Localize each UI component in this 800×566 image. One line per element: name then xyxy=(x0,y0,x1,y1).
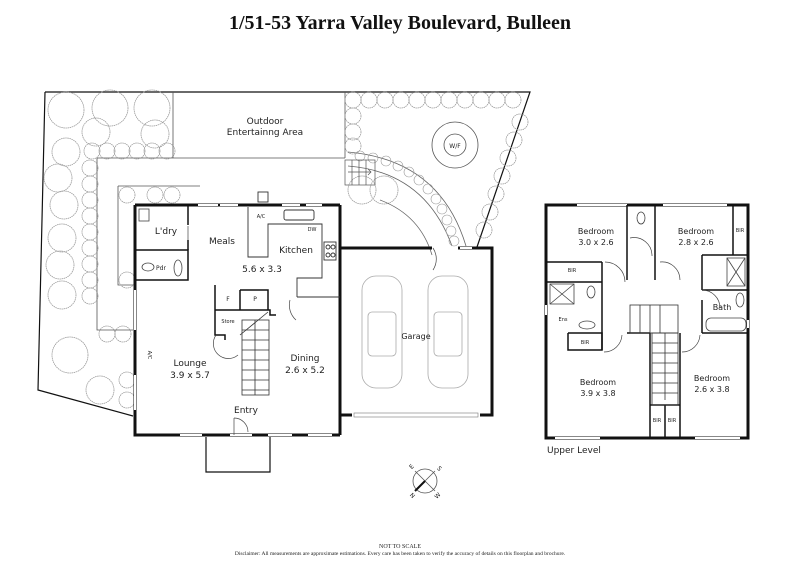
compass-labels: E S N W xyxy=(408,463,443,501)
footer: NOT TO SCALE Disclaimer: All measurement… xyxy=(0,544,800,558)
upper-level-label: Upper Level xyxy=(547,446,601,456)
upper-stairs xyxy=(629,304,679,406)
label-ac-2: A/C xyxy=(146,351,152,360)
water-feature xyxy=(431,121,479,169)
garden-trees xyxy=(43,89,181,409)
label-dw: DW xyxy=(308,227,317,233)
site-boundary xyxy=(37,91,531,417)
label-pantry: P xyxy=(253,296,257,303)
compass-s: S xyxy=(435,465,443,473)
ground-floor-walls xyxy=(133,203,494,437)
room-label-outdoor: Outdoor xyxy=(247,117,284,127)
fixtures-ground xyxy=(138,208,183,277)
room-dim-bedroom-2: 2.8 x 2.6 xyxy=(678,238,713,247)
kitchen-bench xyxy=(247,191,340,298)
compass-e: E xyxy=(408,463,416,471)
label-ac: A/C xyxy=(257,214,266,220)
room-label-kitchen: Kitchen xyxy=(279,246,313,256)
disclaimer: Disclaimer: All measurements are approxi… xyxy=(234,551,566,557)
room-label-meals: Meals xyxy=(209,237,235,247)
label-fridge: F xyxy=(226,296,230,303)
front-porch xyxy=(205,437,271,473)
front-garden-trees xyxy=(344,91,529,239)
upper-internal-walls xyxy=(546,205,748,438)
room-label-store: Store xyxy=(221,319,234,325)
upper-labels: Bedroom 3.0 x 2.6 Bedroom 2.8 x 2.6 Bedr… xyxy=(559,227,745,424)
room-label-wf: W/F xyxy=(449,143,461,150)
room-label-bedroom-4: Bedroom xyxy=(694,374,730,383)
garage-door xyxy=(353,412,479,418)
path-stones xyxy=(354,150,460,247)
ground-labels: Outdoor Entertainng Area W/F L'dry Meals… xyxy=(146,117,461,416)
ground-windows xyxy=(134,204,478,436)
label-bir-4: BIR xyxy=(653,418,662,424)
room-label-bedroom-1: Bedroom xyxy=(578,227,614,236)
upper-fixtures xyxy=(549,211,747,332)
room-label-ens: Ens xyxy=(559,317,568,323)
page-title: 1/51-53 Yarra Valley Boulevard, Bulleen xyxy=(228,12,572,34)
upper-windows xyxy=(545,204,749,439)
label-bir-1: BIR xyxy=(568,268,577,274)
outdoor-steps xyxy=(344,159,376,186)
room-dim-dining: 2.6 x 5.2 xyxy=(285,366,325,376)
room-dim-lounge: 3.9 x 5.7 xyxy=(170,371,210,381)
label-bir-2: BIR xyxy=(736,228,745,234)
room-label-outdoor-2: Entertainng Area xyxy=(227,128,303,138)
compass xyxy=(412,468,438,494)
upper-floor-walls xyxy=(544,203,750,440)
room-label-bedroom-3: Bedroom xyxy=(580,378,616,387)
compass-w: W xyxy=(433,491,442,500)
ground-stairs xyxy=(239,311,270,396)
upper-doors xyxy=(603,237,721,353)
garage-cars xyxy=(361,275,469,389)
outdoor-area xyxy=(96,92,346,331)
room-label-dining: Dining xyxy=(290,354,319,364)
compass-n: N xyxy=(408,492,416,500)
room-label-ldry: L'dry xyxy=(155,227,178,237)
not-to-scale: NOT TO SCALE xyxy=(378,544,421,550)
label-bir-3: BIR xyxy=(581,340,590,346)
room-label-bath: Bath xyxy=(713,303,732,312)
room-label-garage: Garage xyxy=(401,332,430,341)
room-dim-bedroom-3: 3.9 x 3.8 xyxy=(580,389,615,398)
room-dim-bedroom-1: 3.0 x 2.6 xyxy=(578,238,613,247)
room-label-lounge: Lounge xyxy=(173,359,206,369)
label-bir-5: BIR xyxy=(668,418,677,424)
doors-ground xyxy=(187,226,437,435)
room-label-entry: Entry xyxy=(234,406,259,416)
internal-walls xyxy=(135,205,276,340)
room-label-bedroom-2: Bedroom xyxy=(678,227,714,236)
room-label-pdr: Pdr xyxy=(156,265,166,272)
room-dim-meals: 5.6 x 3.3 xyxy=(242,265,282,275)
room-dim-bedroom-4: 2.6 x 3.8 xyxy=(694,385,729,394)
